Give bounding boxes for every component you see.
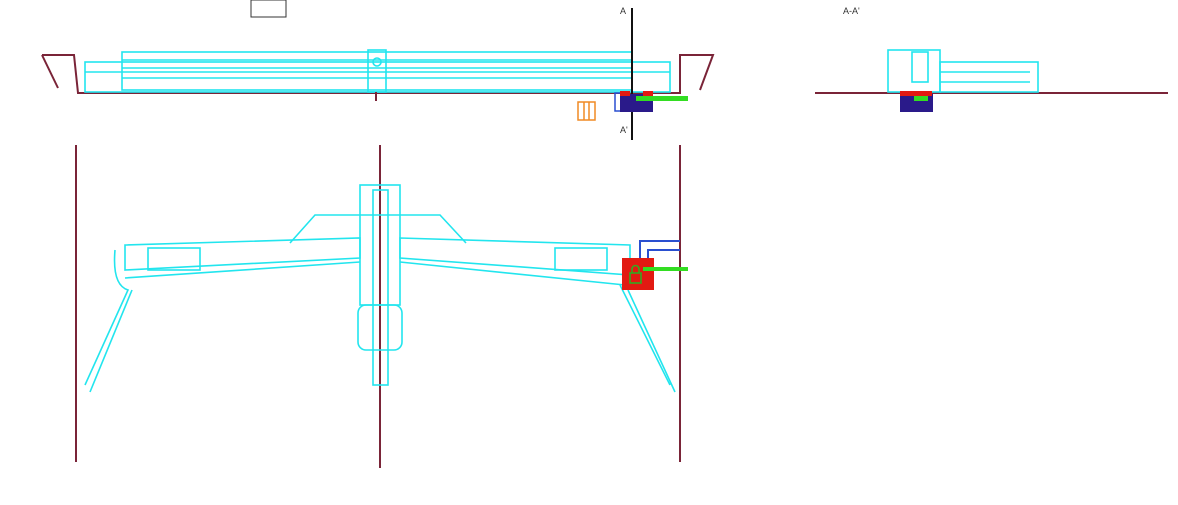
section-marker-a-prime: A' [620,125,628,135]
lock-assembly-elevation [614,91,688,112]
wall-profile [42,54,715,94]
elevation-view: A A' [41,6,715,140]
section-view: A-A' [815,6,1168,112]
handle [636,96,688,101]
legend-icon [577,101,596,121]
lock-box[interactable] [622,258,654,290]
viewport-box[interactable] [250,0,287,18]
gate-arms [84,184,676,393]
section-title: A-A' [843,6,860,16]
handle [643,267,688,271]
padlock-icon [629,264,642,284]
beam-elevation [84,49,671,93]
section-cut-line: A A' [620,6,633,140]
plan-view [75,145,688,468]
lock-assembly-plan [622,240,688,290]
section-marker-a: A [620,6,626,16]
